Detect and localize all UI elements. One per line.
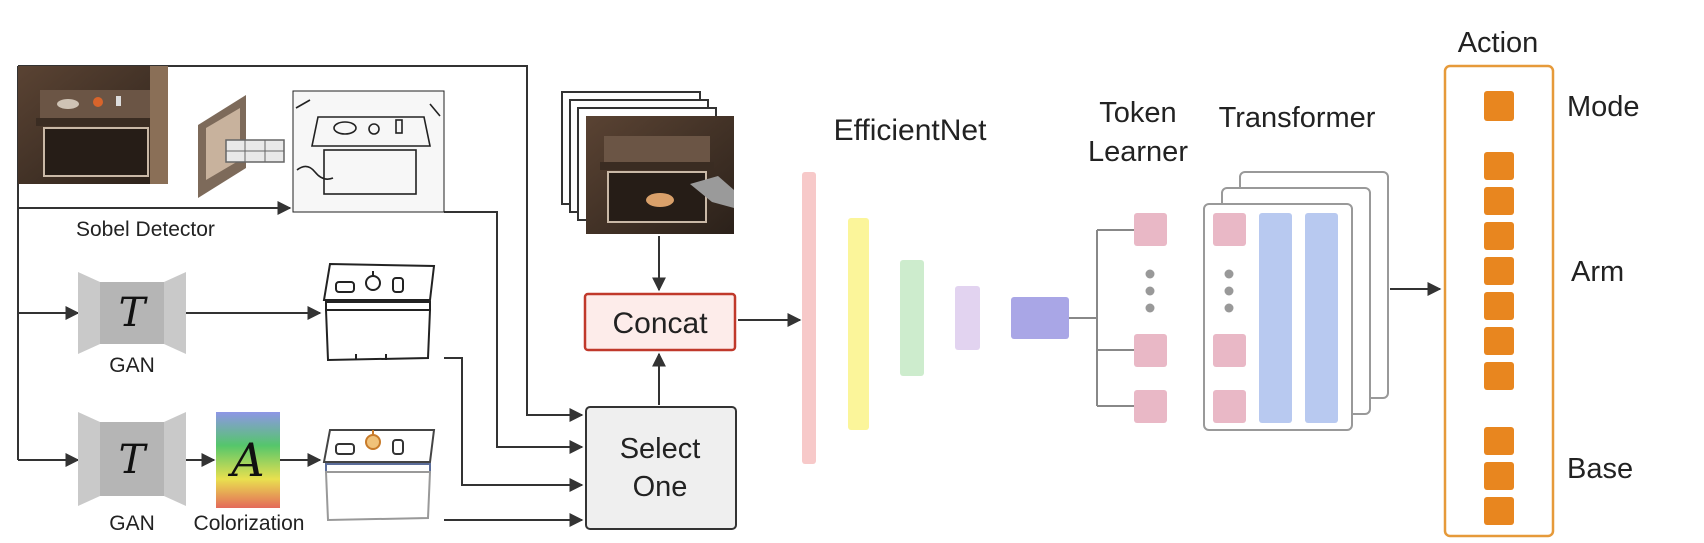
sketch-icon	[322, 262, 436, 362]
efficientnet-layer-1	[802, 172, 816, 464]
colored-sketch-icon	[322, 429, 436, 522]
action-token-arm	[1484, 257, 1514, 285]
action-token-base	[1484, 497, 1514, 525]
colorization-label: Colorization	[194, 512, 305, 535]
translator-symbol-bottom: T	[119, 437, 149, 483]
gan-generator-top: T	[78, 272, 186, 354]
action-token-arm	[1484, 362, 1514, 390]
photo-scene-icon	[18, 66, 168, 184]
mode-label: Mode	[1567, 91, 1640, 123]
action-token-arm	[1484, 292, 1514, 320]
select-one-box: Select One	[585, 406, 737, 530]
transformer-label: Transformer	[1219, 102, 1376, 134]
kernel-patch-icon	[198, 95, 285, 198]
efficientnet-layer-2	[848, 218, 869, 430]
action-token-arm	[1484, 187, 1514, 215]
efficientnet-layer-3	[900, 260, 924, 376]
action-output-box	[1443, 64, 1555, 538]
concat-box: Concat	[583, 292, 737, 352]
token-square	[1213, 390, 1246, 423]
sobel-edges-icon	[292, 90, 445, 213]
token-square	[1134, 390, 1167, 423]
gan-label-top: GAN	[109, 354, 155, 377]
token-learner-input	[1011, 297, 1069, 339]
select-label-line2: One	[633, 471, 688, 503]
gan-label-bottom: GAN	[109, 512, 155, 535]
token-learner-label-line2: Learner	[1088, 136, 1188, 168]
efficientnet-layers	[802, 172, 1069, 464]
token-square	[1134, 334, 1167, 367]
token-square	[1213, 334, 1246, 367]
frame-stack-icon	[561, 91, 734, 234]
token-square	[1134, 213, 1167, 246]
action-token-arm	[1484, 152, 1514, 180]
colorizer-symbol: A	[227, 433, 264, 487]
action-token-base	[1484, 427, 1514, 455]
transformer-layer-bar	[1259, 213, 1292, 423]
gan-generator-bottom: T	[78, 412, 186, 506]
token-learner-label-line1: Token	[1099, 97, 1176, 129]
concat-label: Concat	[612, 307, 708, 340]
action-label: Action	[1458, 27, 1539, 59]
efficientnet-label: EfficientNet	[834, 114, 988, 147]
action-token-arm	[1484, 222, 1514, 250]
select-label-line1: Select	[620, 433, 701, 465]
base-label: Base	[1567, 453, 1633, 485]
action-token-base	[1484, 462, 1514, 490]
efficientnet-layer-4	[955, 286, 980, 350]
token-square	[1213, 213, 1246, 246]
token-learner	[1069, 213, 1167, 423]
transformer-layer-bar	[1305, 213, 1338, 423]
action-token-arm	[1484, 327, 1514, 355]
translator-symbol-top: T	[119, 290, 149, 336]
sobel-label: Sobel Detector	[76, 218, 215, 241]
colorizer-icon: A	[216, 412, 280, 508]
action-token-mode	[1484, 91, 1514, 121]
arm-label: Arm	[1571, 256, 1624, 288]
transformer-block	[1203, 171, 1389, 431]
